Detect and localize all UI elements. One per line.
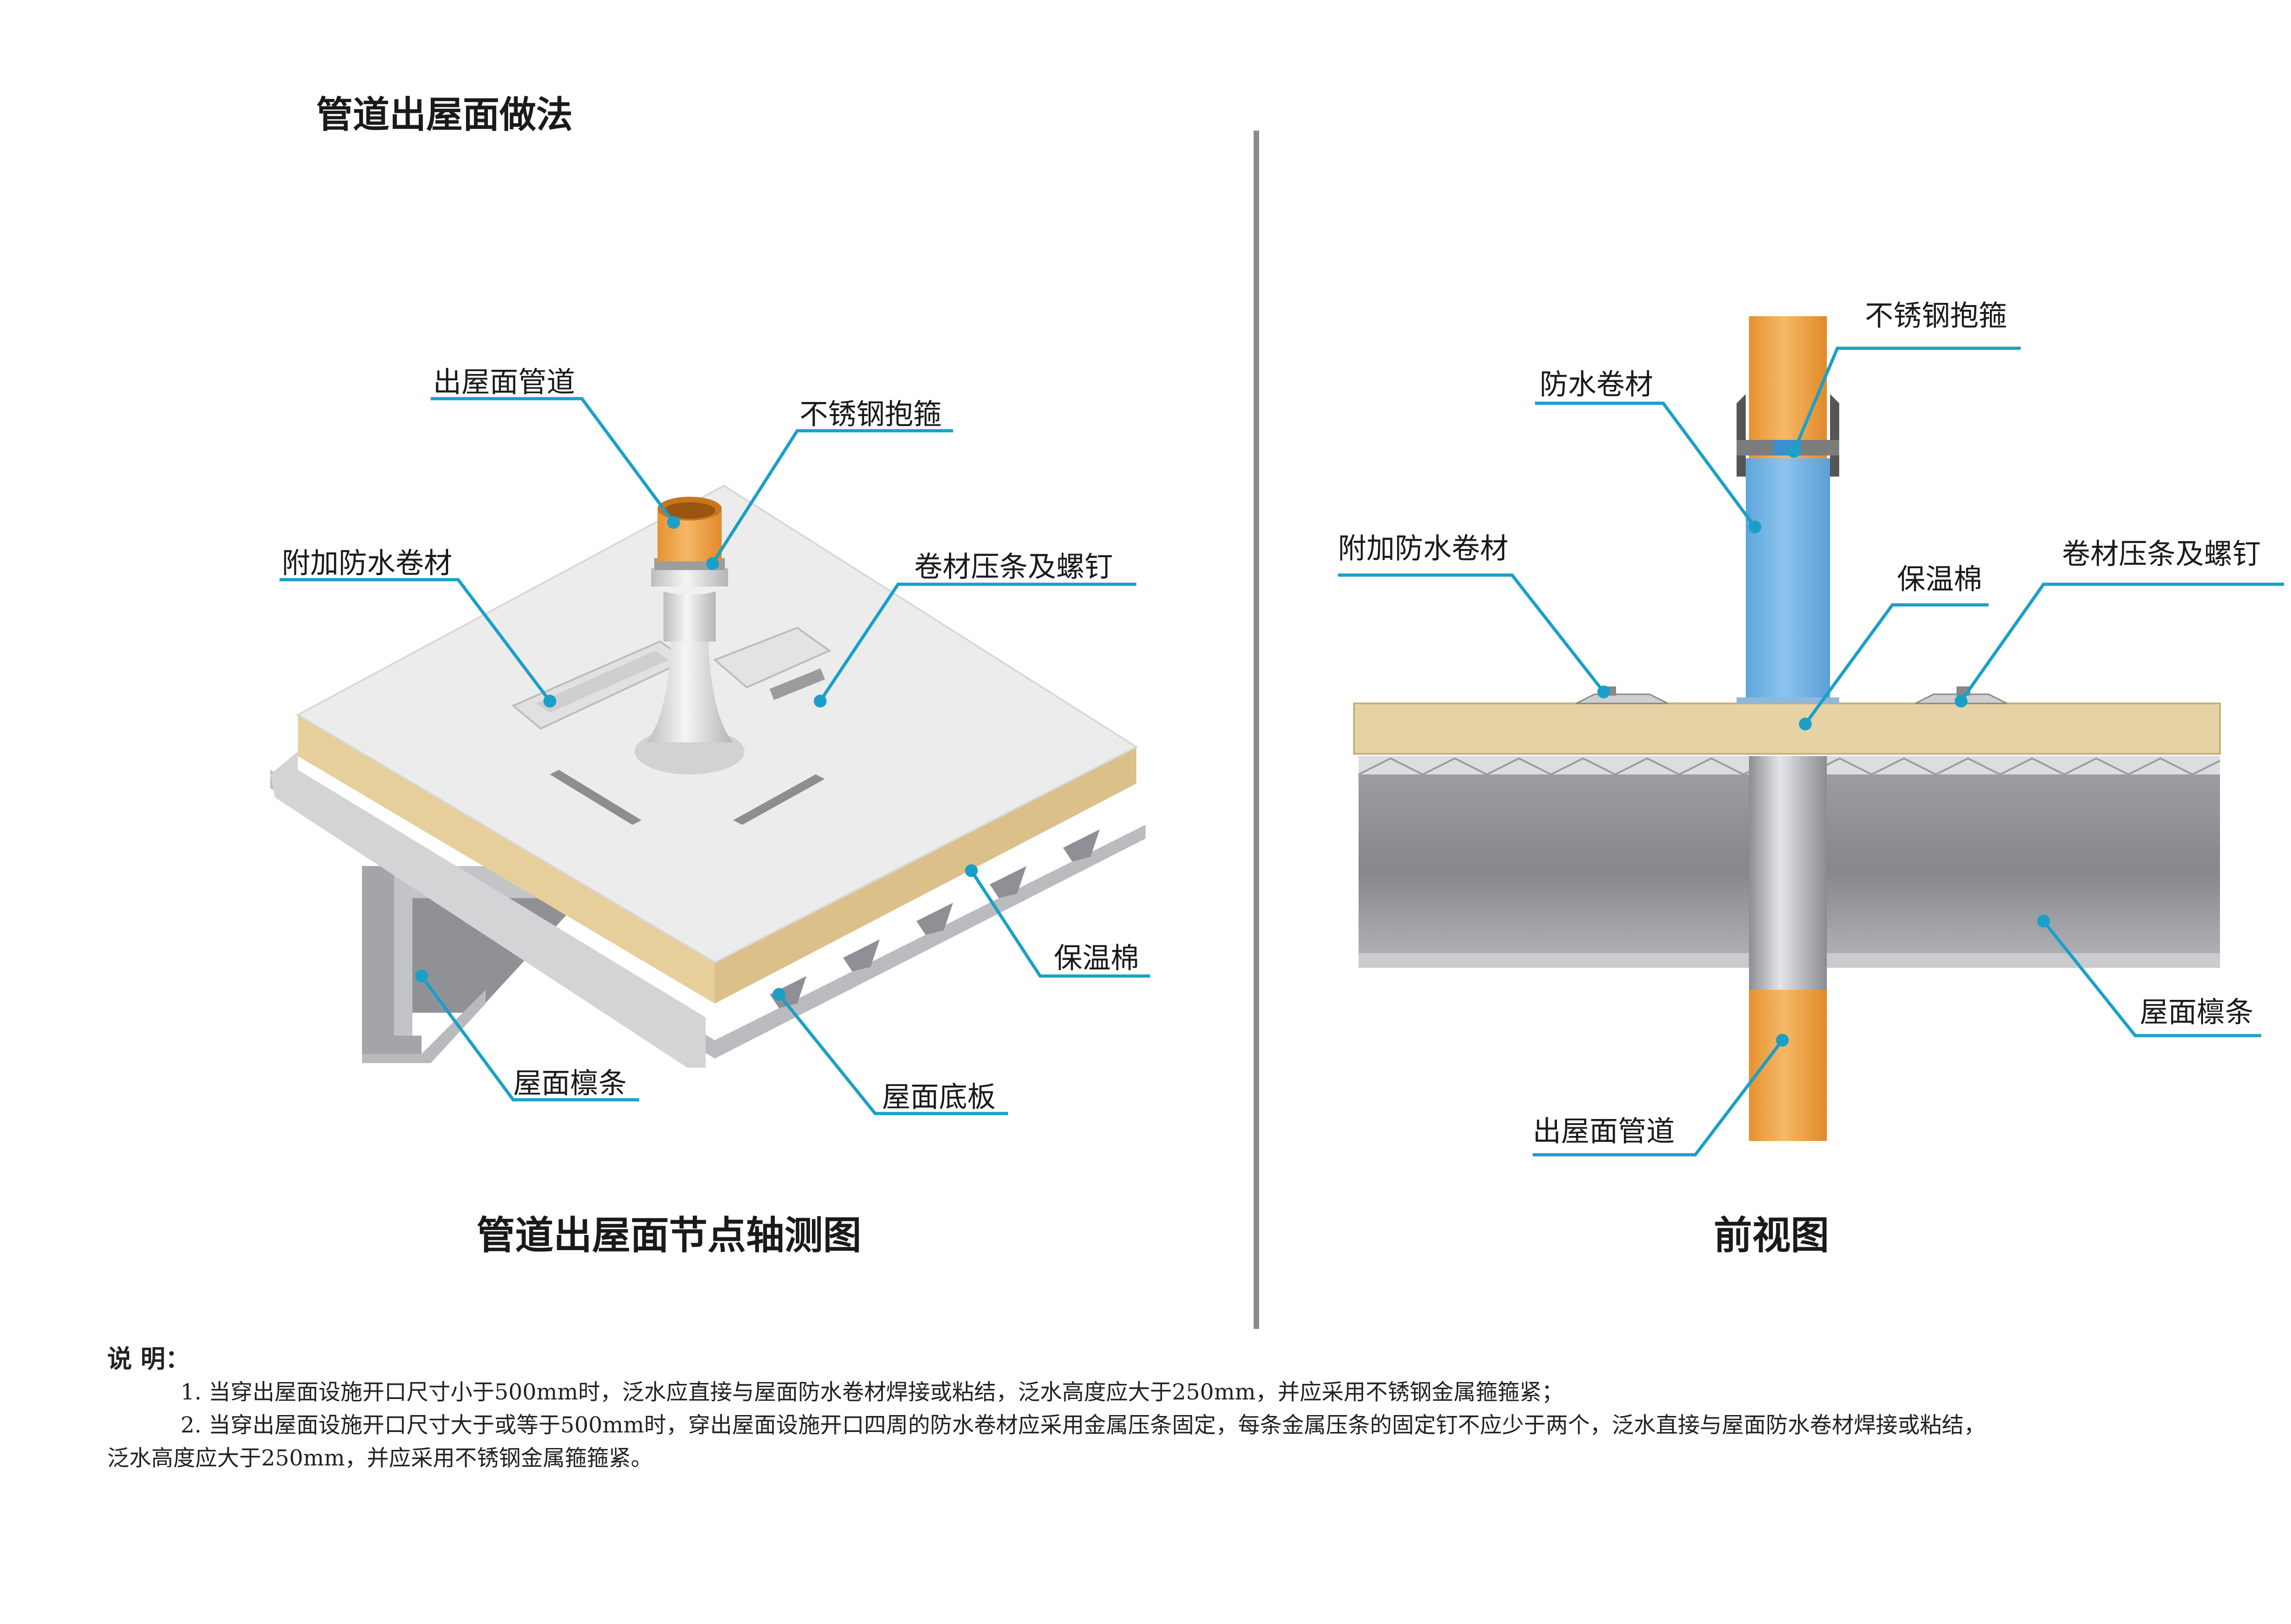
clamp-bracket-front bbox=[1737, 394, 1839, 477]
insulation-board-front bbox=[1353, 702, 2221, 755]
leader-strip-screw-right bbox=[1955, 582, 2284, 708]
press-strip-upper bbox=[713, 626, 832, 700]
screw-left bbox=[1576, 686, 1668, 704]
membrane-sleeve bbox=[1746, 458, 1830, 701]
leader-extra-membrane-left bbox=[280, 578, 556, 708]
leader-insulation-left bbox=[965, 864, 1150, 978]
caption-left: 管道出屋面节点轴测图 bbox=[477, 1213, 861, 1258]
label-pipe-left: 出屋面管道 bbox=[433, 365, 575, 399]
label-pipe-right: 出屋面管道 bbox=[1533, 1114, 1675, 1148]
leader-purlin-right bbox=[2037, 915, 2261, 1037]
pipe-top-orange bbox=[1749, 316, 1827, 463]
leader-pipe-left bbox=[431, 397, 680, 529]
notes-heading: 说 明： bbox=[107, 1344, 190, 1373]
leader-purlin-left bbox=[415, 970, 639, 1102]
label-extra-membrane-left: 附加防水卷材 bbox=[282, 546, 452, 580]
label-clamp-left: 不锈钢抱箍 bbox=[800, 397, 942, 431]
note-item-2: 2. 当穿出屋面设施开口尺寸大于或等于500mm时，穿出屋面设施开口四周的防水卷… bbox=[181, 1412, 1986, 1438]
deck-edge bbox=[270, 752, 706, 1068]
notes-block: 说 明： 1. 当穿出屋面设施开口尺寸小于500mm时，泛水应直接与屋面防水卷材… bbox=[107, 1343, 2238, 1475]
front-view: 不锈钢抱箍 防水卷材 附加防水卷材 保温棉 卷材压条及螺钉 屋面檩条 出屋面管道… bbox=[1338, 299, 2284, 1258]
leader-strip-screw-left bbox=[814, 582, 1136, 708]
label-insulation-left: 保温棉 bbox=[1054, 941, 1139, 975]
leader-extra-membrane-right bbox=[1338, 573, 1610, 698]
label-insulation-right: 保温棉 bbox=[1897, 562, 1982, 596]
pipe-bottom-orange bbox=[1749, 990, 1827, 1141]
pipe-through-purlin bbox=[1749, 756, 1827, 990]
label-deck-left: 屋面底板 bbox=[882, 1080, 996, 1114]
label-purlin-right: 屋面檩条 bbox=[2140, 995, 2253, 1029]
base-plate bbox=[1737, 697, 1839, 704]
leader-insulation-right bbox=[1799, 603, 1989, 730]
press-strip-left-lower bbox=[550, 770, 641, 825]
label-extra-membrane-right: 附加防水卷材 bbox=[1338, 532, 1508, 565]
leader-pipe-right bbox=[1533, 1034, 1789, 1157]
insulation-right-face bbox=[715, 747, 1136, 1004]
leader-membrane-right bbox=[1535, 401, 1761, 533]
leader-deck-left bbox=[773, 988, 1008, 1115]
axonometric-view: 出屋面管道 不锈钢抱箍 附加防水卷材 卷材压条及螺钉 保温棉 屋面檩条 屋面底板… bbox=[270, 365, 1150, 1258]
label-strip-screw-left: 卷材压条及螺钉 bbox=[914, 550, 1113, 583]
press-strip-right-lower bbox=[733, 774, 825, 825]
deck-ribs bbox=[770, 829, 1100, 1008]
label-strip-screw-right: 卷材压条及螺钉 bbox=[2062, 537, 2261, 571]
pipe-left bbox=[658, 497, 722, 561]
pipe-boot bbox=[635, 564, 745, 774]
leader-clamp-right bbox=[1787, 346, 2021, 458]
note-item-1: 1. 当穿出屋面设施开口尺寸小于500mm时，泛水应直接与屋面防水卷材焊接或粘结… bbox=[181, 1379, 1564, 1405]
leader-clamp-left bbox=[706, 429, 953, 570]
note-item-2-cont: 泛水高度应大于250mm，并应采用不锈钢金属箍箍紧。 bbox=[107, 1445, 653, 1471]
label-purlin-left: 屋面檩条 bbox=[513, 1066, 627, 1100]
roof-deck bbox=[270, 770, 1146, 1059]
page-title: 管道出屋面做法 bbox=[316, 93, 573, 136]
label-clamp-right: 不锈钢抱箍 bbox=[1865, 299, 2007, 332]
caption-right: 前视图 bbox=[1714, 1213, 1829, 1258]
label-membrane-right: 防水卷材 bbox=[1540, 368, 1653, 401]
insulation-left-face bbox=[298, 715, 715, 1004]
